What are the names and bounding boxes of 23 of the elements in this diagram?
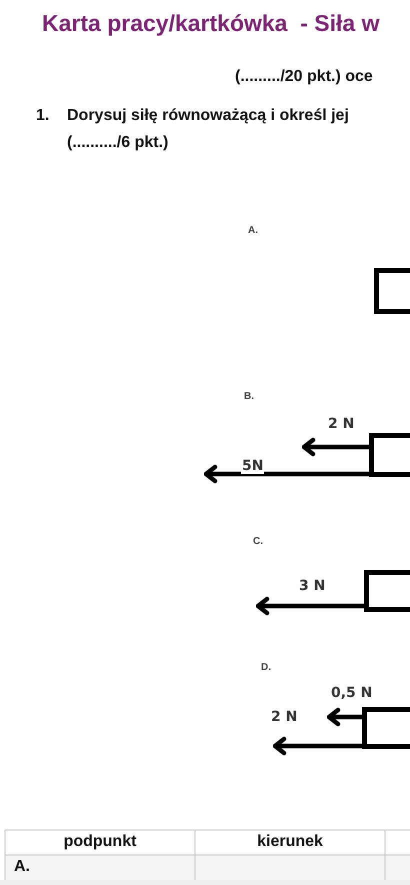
item-letter: D. [261,661,271,675]
force-arrow [204,464,369,484]
item-letter: C. [253,535,263,549]
force-label: 0,5 N [330,685,374,701]
title: Karta pracy/kartkówka - Siła w [42,10,380,37]
item-letter: A. [248,224,258,238]
block [364,570,410,612]
table-cell-text: A. [14,857,30,877]
column-header: podpunkt [62,832,138,852]
block [369,433,410,477]
block [362,707,410,749]
question-text: Dorysuj siłę równoważącą i określ jej [67,106,349,126]
points-line: (........../6 pkt.) [67,133,168,153]
question-number: 1. [36,106,50,126]
item-letter: B. [244,390,254,404]
force-label: 5N [241,458,264,474]
column-header: kierunek [256,832,324,852]
force-arrow [326,708,362,726]
force-arrow [256,596,364,616]
block [374,268,410,314]
force-arrow [272,736,362,756]
force-arrow [302,438,369,456]
points-line: (........./20 pkt.) oce [235,67,373,87]
